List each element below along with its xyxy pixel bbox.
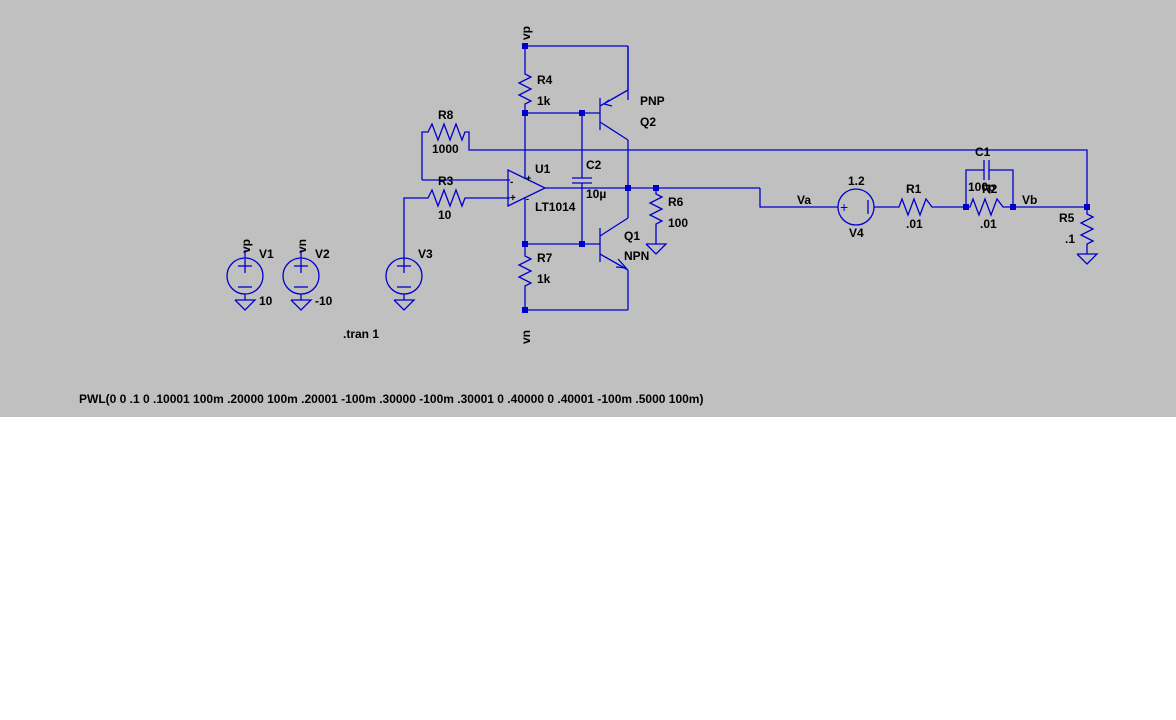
resistor-r1[interactable] xyxy=(895,197,966,217)
resistor-r4[interactable] xyxy=(517,70,533,113)
v4-value: 1.2 xyxy=(848,174,865,188)
v1-name: V1 xyxy=(259,247,274,261)
va-net[interactable] xyxy=(759,188,838,208)
svg-text:+: + xyxy=(526,173,531,183)
r8-value: 1000 xyxy=(432,142,459,156)
c2-value: 10µ xyxy=(586,187,606,201)
v1-value: 10 xyxy=(259,294,273,308)
r8-name: R8 xyxy=(438,108,454,122)
r3-name: R3 xyxy=(438,174,454,188)
r7-value: 1k xyxy=(537,272,551,286)
resistor-r6[interactable] xyxy=(645,188,668,255)
r6-name: R6 xyxy=(668,195,684,209)
svg-text:-: - xyxy=(526,194,529,204)
resistor-r5[interactable] xyxy=(1076,207,1099,265)
r2-name: R2 xyxy=(982,182,998,196)
q1-value: NPN xyxy=(624,249,649,263)
resistor-r2[interactable] xyxy=(963,197,1016,217)
transistor-q1-npn[interactable] xyxy=(599,188,629,310)
capacitor-c2[interactable] xyxy=(572,175,592,244)
r4-bottom-net[interactable] xyxy=(522,110,600,175)
tran-directive[interactable]: .tran 1 xyxy=(343,327,379,341)
vn-bottom-label: vn xyxy=(519,330,533,344)
v2-value: -10 xyxy=(315,294,333,308)
r1-name: R1 xyxy=(906,182,922,196)
vb-label: Vb xyxy=(1022,193,1037,207)
r4-name: R4 xyxy=(537,73,553,87)
voltage-source-v4[interactable]: + xyxy=(837,188,895,226)
va-label: Va xyxy=(797,193,811,207)
q2-value: PNP xyxy=(640,94,665,108)
r1-value: .01 xyxy=(906,217,923,231)
r2-value: .01 xyxy=(980,217,997,231)
resistor-r3[interactable] xyxy=(403,188,510,260)
resistor-r8[interactable] xyxy=(421,122,1088,205)
r4-value: 1k xyxy=(537,94,551,108)
r5-value: .1 xyxy=(1065,232,1075,246)
svg-text:-: - xyxy=(510,177,513,188)
q2-name: Q2 xyxy=(640,115,656,129)
vp-top-label: vp xyxy=(519,26,533,40)
c1-name: C1 xyxy=(975,145,991,159)
v2-net-label: vn xyxy=(295,239,309,253)
u1-value: LT1014 xyxy=(535,200,576,214)
r7-top-net[interactable] xyxy=(522,206,600,250)
u1-name: U1 xyxy=(535,162,551,176)
v2-name: V2 xyxy=(315,247,330,261)
r3-value: 10 xyxy=(438,208,452,222)
r7-name: R7 xyxy=(537,251,553,265)
schematic-svg: vp R4 1k PNP Q2 C2 10µ R8 1000 xyxy=(79,26,1099,406)
resistor-r7[interactable] xyxy=(517,250,628,313)
svg-text:+: + xyxy=(510,193,516,204)
pwl-text[interactable]: PWL(0 0 .1 0 .10001 100m .20000 100m .20… xyxy=(79,392,703,406)
c1-value: 100p xyxy=(968,180,995,194)
svg-text:+: + xyxy=(840,199,848,215)
v1-net-label: vp xyxy=(239,239,253,253)
r5-name: R5 xyxy=(1059,211,1075,225)
voltage-source-v3[interactable] xyxy=(385,257,423,311)
r6-value: 100 xyxy=(668,216,688,230)
transistor-q2-pnp[interactable] xyxy=(599,46,629,187)
voltage-source-v1[interactable] xyxy=(226,250,264,311)
q1-name: Q1 xyxy=(624,229,640,243)
v3-name: V3 xyxy=(418,247,433,261)
blank-area xyxy=(0,417,1176,720)
vp-top-net[interactable] xyxy=(522,43,629,100)
capacitor-c1[interactable] xyxy=(965,160,1014,207)
schematic-canvas[interactable]: vp R4 1k PNP Q2 C2 10µ R8 1000 xyxy=(0,0,1176,417)
c2-name: C2 xyxy=(586,158,602,172)
voltage-source-v2[interactable] xyxy=(282,250,320,311)
v4-name: V4 xyxy=(849,226,864,240)
